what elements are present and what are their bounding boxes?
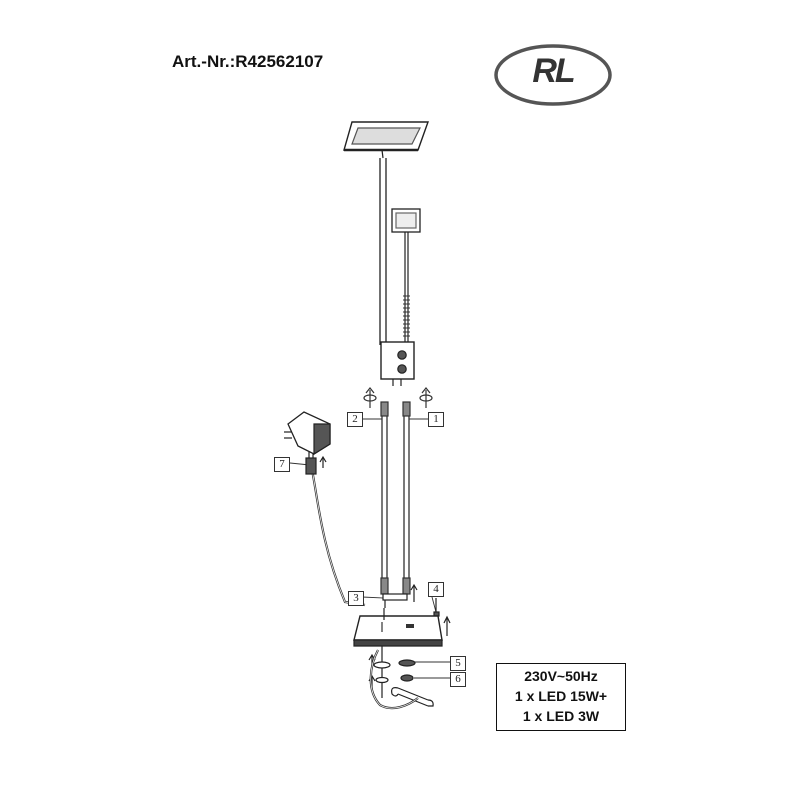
spec-box: 230V~50Hz 1 x LED 15W+ 1 x LED 3W: [496, 663, 626, 731]
spec-led-main: 1 x LED 15W+: [514, 688, 608, 704]
control-box: [380, 341, 415, 386]
washer-nut-parts: [368, 646, 416, 698]
callout-2: 2: [347, 412, 363, 427]
article-number: Art.-Nr.:R42562107: [172, 52, 324, 71]
power-adapter: [284, 411, 331, 456]
callout-3: 3: [348, 591, 364, 606]
power-cable: [310, 469, 419, 710]
lamp-base: [353, 608, 443, 647]
reading-lamp-head: [391, 208, 421, 345]
spec-voltage: 230V~50Hz: [524, 668, 598, 684]
brand-logo-text: RL: [532, 52, 575, 90]
callout-6: 6: [450, 672, 466, 687]
callout-5: 5: [450, 656, 466, 671]
brand-logo-icon: [494, 44, 612, 106]
main-lamp-head: [343, 121, 429, 159]
pole-segment-2: [380, 401, 389, 595]
wrench-tool: [391, 687, 434, 707]
main-pole-upper: [379, 158, 387, 345]
connector-piece-3: [382, 583, 418, 608]
callout-1: 1: [428, 412, 444, 427]
callout-4: 4: [428, 582, 444, 597]
pole-segment-1: [402, 401, 411, 595]
callout-leaders: [289, 418, 450, 679]
rotate-arrow-icons: [363, 387, 433, 408]
spec-led-reading: 1 x LED 3W: [522, 708, 600, 724]
plug-connector-7: [305, 452, 327, 475]
callout-7: 7: [274, 457, 290, 472]
